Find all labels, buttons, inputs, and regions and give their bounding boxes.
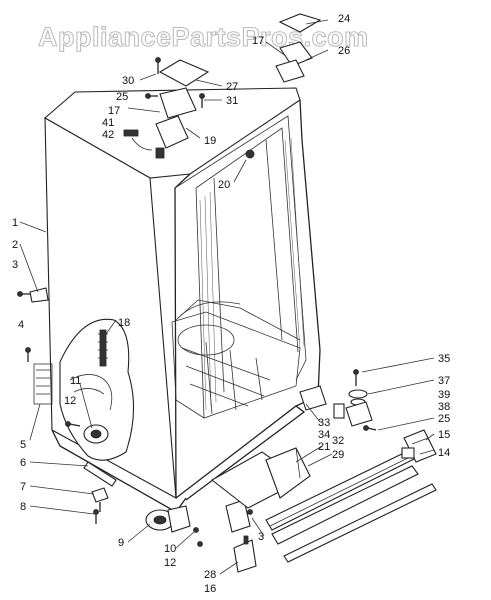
callout-16: 16 [204,583,216,595]
callout-10: 10 [164,543,176,555]
callout-27: 27 [226,81,238,93]
callout-26: 26 [338,45,350,57]
callout-34: 34 [318,429,330,441]
callout-28: 28 [204,569,216,581]
roller-wheel-part [83,424,109,444]
callout-24: 24 [338,13,350,25]
callout-25: 25 [438,413,450,425]
rail-parts [265,429,437,563]
callout-12: 12 [164,557,176,569]
callout-29: 29 [332,449,344,461]
left-small-parts [17,287,117,524]
callout-17: 17 [252,35,264,47]
callout-25: 25 [116,91,128,103]
callout-19: 19 [204,135,216,147]
callout-4: 4 [18,319,24,331]
callout-3: 3 [258,531,264,543]
right-hinge-parts [299,369,377,431]
callout-42: 42 [102,129,114,141]
callout-5: 5 [20,439,26,451]
callout-18: 18 [118,317,130,329]
leader-lines [19,19,435,575]
callout-14: 14 [438,447,450,459]
callout-32: 32 [332,435,344,447]
callout-3: 3 [12,259,18,271]
callout-6: 6 [20,457,26,469]
callout-12: 12 [64,395,76,407]
callout-37: 37 [438,375,450,387]
callout-31: 31 [226,95,238,107]
callout-20: 20 [218,179,230,191]
cabinet-floor [171,299,301,419]
callout-39: 39 [438,389,450,401]
callout-11: 11 [70,375,81,387]
callout-17: 17 [108,105,120,117]
callout-35: 35 [438,353,450,365]
inner-side-shading [199,137,305,411]
callout-30: 30 [122,75,134,87]
top-hinge-parts [123,13,322,159]
watermark-text: AppliancePartsPros.com [38,22,369,52]
cutaway-wiring [33,363,113,411]
cabinet-body [33,87,321,513]
bottom-front-parts [145,447,311,573]
callout-41: 41 [102,117,114,129]
callout-labels: 24 17 26 30 27 25 31 17 41 42 19 20 1 2 … [12,13,450,595]
callout-2: 2 [12,239,18,251]
callout-21: 21 [318,441,330,453]
callout-38: 38 [438,401,450,413]
callout-15: 15 [438,429,450,441]
callout-8: 8 [20,501,26,513]
callout-9: 9 [118,537,124,549]
callout-1: 1 [12,217,18,229]
callout-33: 33 [318,417,330,429]
callout-7: 7 [20,481,26,493]
